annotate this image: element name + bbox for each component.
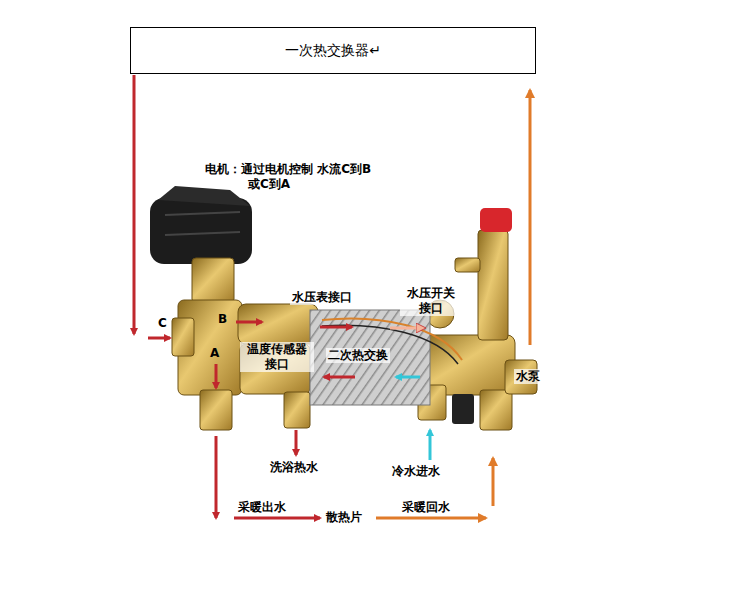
port-label: 水压表接口 xyxy=(290,290,354,305)
port-label: 温度传感器 接口 xyxy=(240,342,314,372)
port-letter: B xyxy=(218,312,227,327)
port-letter: C xyxy=(158,316,167,331)
component-label: 散热片 xyxy=(326,510,362,525)
plate-heat-exchanger xyxy=(310,310,430,405)
flow-label: 洗浴热水 xyxy=(270,460,318,475)
wire xyxy=(322,325,458,364)
flow-label: 冷水进水 xyxy=(392,464,440,479)
relief-valve-cap xyxy=(480,208,512,232)
port-letter: A xyxy=(210,346,219,361)
component-label: 水泵 xyxy=(514,369,542,384)
box-title: 一次热交换器↵ xyxy=(285,42,381,60)
component-label: 二次热交换 xyxy=(326,348,390,363)
motor-note: 电机：通过电机控制 水流C到B或C到A xyxy=(205,162,383,192)
flow-label: 采暖出水 xyxy=(238,500,286,515)
sensor xyxy=(452,394,474,424)
port-label: 水压开关 接口 xyxy=(400,286,462,316)
flow-arrows xyxy=(134,75,530,518)
valve-body xyxy=(172,230,537,430)
flow-label: 采暖回水 xyxy=(402,500,450,515)
motor xyxy=(150,186,252,264)
process-box: 一次热交换器↵ xyxy=(130,27,536,74)
